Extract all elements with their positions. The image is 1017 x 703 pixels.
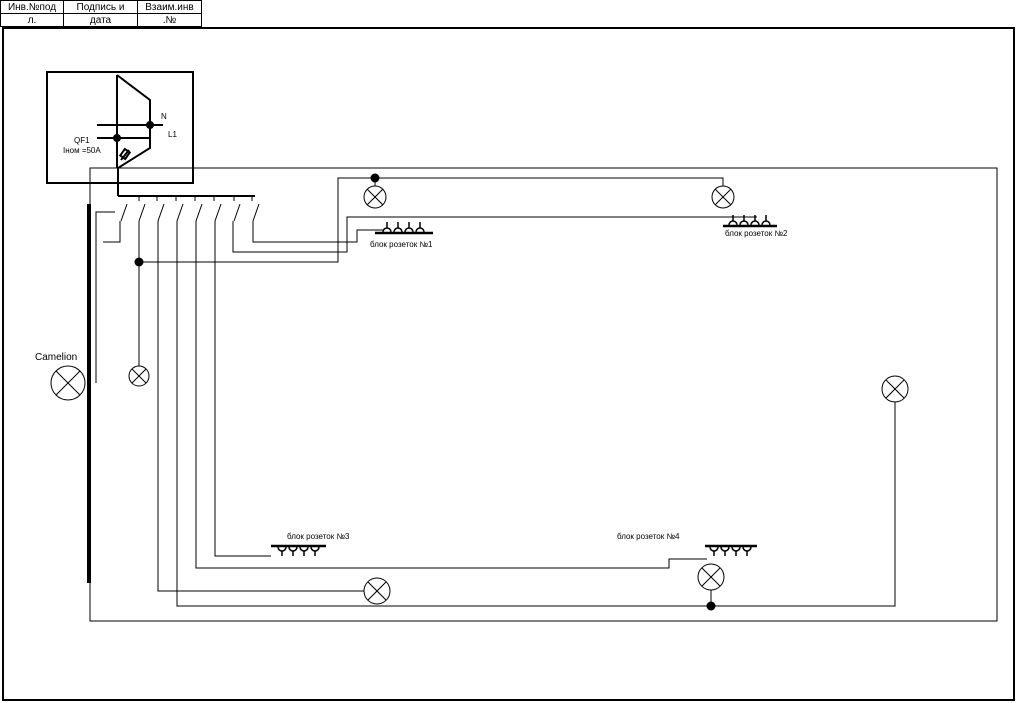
title-stamp: Инв.№под Подпись и Взаим.инв л. дата .№	[0, 0, 202, 27]
lamp-4	[881, 375, 909, 403]
junction-node	[134, 257, 144, 267]
lamp-1	[363, 185, 387, 209]
lamp-2	[711, 185, 735, 209]
junction-node	[706, 601, 716, 611]
socket-block-2-symbol	[723, 215, 777, 228]
breaker-symbol	[97, 74, 163, 196]
socket-block-1-symbol	[375, 222, 433, 235]
breaker-node-l1	[113, 134, 121, 142]
breaker-rating: Iном =50А	[63, 146, 101, 155]
lamp-label-camelion: Camelion	[35, 352, 77, 363]
drawing-frame	[2, 27, 1015, 701]
phase-label: L1	[168, 130, 177, 139]
wiring	[89, 167, 998, 622]
socket-block-3-label: блок розеток №3	[287, 532, 350, 541]
breaker-node-n	[146, 121, 154, 129]
lamp-6	[697, 563, 725, 591]
socket-block-3-symbol	[271, 544, 326, 556]
neutral-label: N	[161, 112, 167, 121]
stamp-sub-inv: л.	[0, 13, 64, 27]
stamp-sub-replace: .№	[137, 13, 202, 27]
group-switches	[120, 196, 260, 222]
lamp-camelion	[50, 365, 86, 401]
socket-block-4-label: блок розеток №4	[617, 532, 680, 541]
socket-block-2-label: блок розеток №2	[725, 229, 788, 238]
socket-block-4-symbol	[705, 544, 757, 556]
lamp-3	[128, 365, 150, 387]
junction-node	[370, 173, 380, 183]
breaker-label: QF1	[74, 136, 90, 145]
lamp-5	[363, 577, 391, 605]
panel-box	[46, 71, 194, 184]
socket-block-1-label: блок розеток №1	[370, 240, 433, 249]
